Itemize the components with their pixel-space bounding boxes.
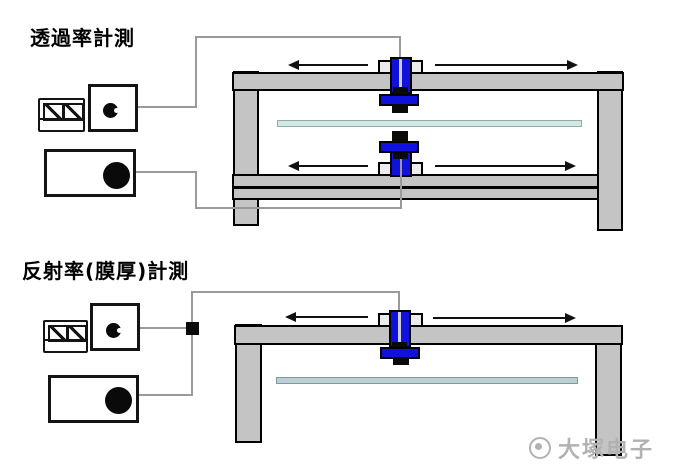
aperture-notch-icon: [114, 108, 119, 113]
arrowhead-left-icon: [288, 60, 299, 70]
travel-arrow-right-icon: [433, 313, 576, 324]
spectrometer-unit: [90, 303, 140, 351]
sensor-fiber-line: [398, 312, 401, 343]
travel-arrow-left-icon: [285, 312, 368, 323]
detector-aperture-icon: [106, 323, 121, 338]
arrowhead-right-icon: [565, 161, 576, 171]
fiber-cable: [399, 36, 401, 58]
reflectance-sensor-nozzle: [393, 357, 409, 365]
fiber-cable: [114, 106, 197, 108]
lower-sensor-flange: [379, 141, 419, 153]
source-aperture-icon: [103, 162, 130, 189]
right-column: [597, 71, 623, 231]
travel-arrow-left-icon: [288, 161, 368, 172]
arrowhead-right-icon: [567, 60, 578, 70]
right-column: [595, 326, 622, 456]
travel-arrow-right-icon: [435, 60, 578, 71]
lower-sensor-nozzle: [392, 131, 408, 142]
fiber-cable: [195, 36, 197, 108]
travel-arrow-right-icon: [435, 161, 576, 172]
fiber-cable: [400, 155, 402, 209]
fiber-cable: [398, 291, 400, 311]
travel-arrow-left-icon: [288, 60, 368, 71]
reflectance-title: 反射率(膜厚)計測: [22, 259, 190, 283]
meter-display-unit: [43, 320, 88, 353]
top-beam: [234, 325, 623, 345]
sensor-fiber-line: [399, 59, 402, 89]
fiber-cable: [127, 394, 191, 396]
watermark: 大塚电子: [529, 432, 654, 464]
fiber-cable: [191, 292, 193, 322]
source-aperture-icon: [105, 387, 132, 414]
detector-aperture-icon: [103, 103, 118, 118]
aperture-notch-icon: [117, 328, 122, 333]
fiber-junction-node: [186, 322, 199, 335]
fiber-cable: [195, 171, 197, 209]
top-beam: [232, 72, 624, 91]
fiber-cable: [191, 335, 193, 396]
fiber-cable: [191, 291, 400, 293]
gauge-icon: [63, 103, 84, 121]
light-source-unit: [44, 149, 136, 197]
glass-substrate: [276, 377, 578, 384]
glass-substrate: [277, 120, 582, 127]
watermark-text: 大塚电子: [558, 438, 655, 463]
arrowhead-left-icon: [288, 161, 299, 171]
fiber-cable: [195, 36, 401, 38]
left-column: [233, 71, 259, 226]
transmittance-title: 透過率計測: [30, 26, 135, 50]
fiber-cable: [125, 171, 197, 173]
upper-sensor-nozzle: [392, 104, 408, 113]
lower-beam: [232, 174, 599, 200]
arrowhead-left-icon: [285, 312, 296, 322]
sensor-aperture-block: [392, 342, 407, 350]
beam-rail-line: [234, 186, 597, 189]
watermark-logo-icon: [529, 437, 551, 459]
arrowhead-right-icon: [565, 313, 576, 323]
light-source-unit: [48, 375, 139, 423]
spectrometer-unit: [88, 84, 138, 132]
gauge-icon: [67, 325, 87, 342]
fiber-cable: [120, 327, 186, 329]
sensor-aperture-block: [393, 151, 408, 159]
sensor-aperture-block: [393, 87, 408, 96]
fiber-cable: [195, 207, 402, 209]
meter-display-unit: [38, 98, 85, 132]
